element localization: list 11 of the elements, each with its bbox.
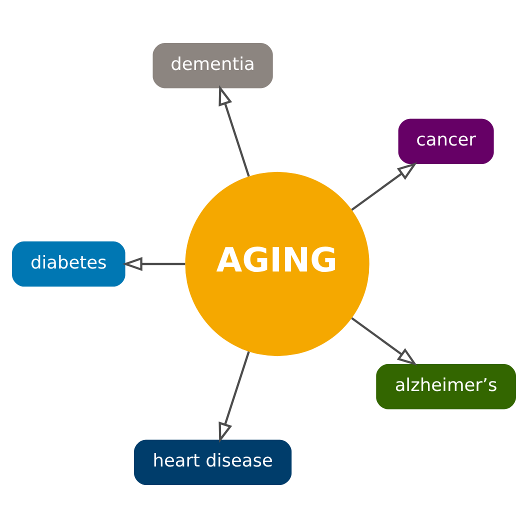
arrow <box>351 162 418 211</box>
node-box: dementia <box>152 42 273 88</box>
arrow <box>351 317 418 366</box>
node-box: alzheimer’s <box>376 364 516 410</box>
node-box: heart disease <box>134 440 292 486</box>
arrow <box>218 85 250 177</box>
arrow <box>218 351 250 443</box>
node-box: diabetes <box>12 241 126 287</box>
node-circle: AGING <box>185 172 370 356</box>
arrow <box>122 256 186 272</box>
node-box: cancer <box>398 118 494 164</box>
